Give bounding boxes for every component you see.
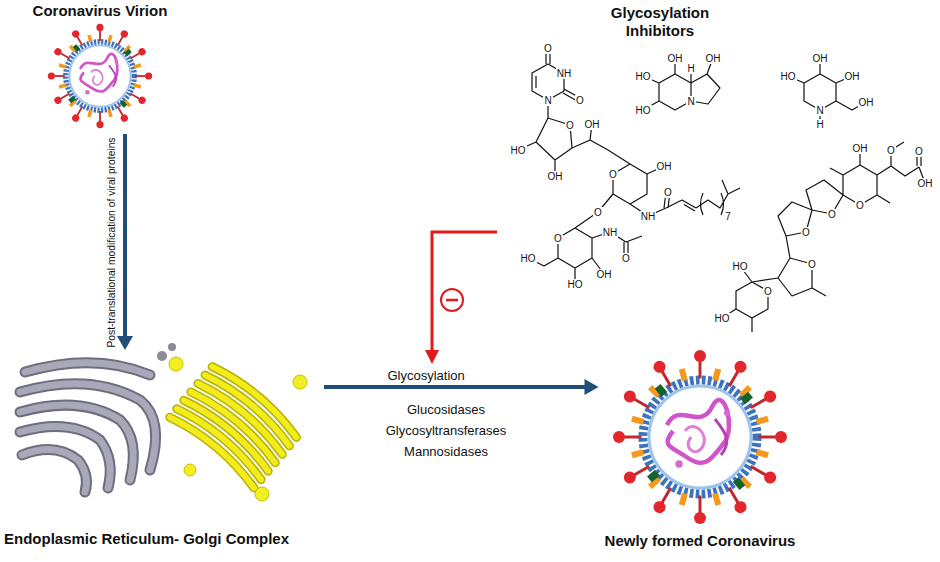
enzyme-label: Glucosidases bbox=[407, 402, 485, 417]
golgi-figure bbox=[170, 361, 301, 488]
enzyme-label: Mannosidases bbox=[404, 444, 488, 459]
atom-label: O bbox=[914, 146, 924, 157]
er-vesicle bbox=[157, 351, 167, 361]
atom-label: NH bbox=[640, 211, 656, 222]
process-arrow bbox=[117, 134, 133, 350]
atom-label: H bbox=[686, 63, 695, 74]
arrow-head bbox=[117, 336, 133, 350]
atom-label: O bbox=[801, 227, 811, 238]
atom-label: HO bbox=[635, 105, 652, 116]
atom-label: HO bbox=[635, 71, 652, 82]
atom-label: OH bbox=[705, 53, 722, 64]
atom-label: NH bbox=[556, 68, 572, 79]
molecule-structures bbox=[518, 49, 925, 332]
atom-label: NH bbox=[602, 227, 618, 238]
atom-label: O bbox=[886, 145, 896, 156]
atom-label: O bbox=[763, 286, 773, 297]
atom-label: O bbox=[621, 253, 631, 264]
new-virion-node: Newly formed Coronavirus bbox=[601, 350, 800, 550]
inhibitor-heading: Glycosylation Inhibitors bbox=[595, 4, 725, 40]
atom-label: OH bbox=[667, 53, 684, 64]
atom-label: O bbox=[807, 259, 817, 270]
virion-figure bbox=[48, 24, 152, 128]
atom-label: 7 bbox=[724, 211, 732, 222]
golgi-vesicles bbox=[169, 357, 307, 501]
node-title: Coronavirus Virion bbox=[33, 2, 168, 20]
atom-label: OH bbox=[596, 269, 613, 280]
virion-node: Coronavirus Virion bbox=[29, 2, 172, 132]
arrow-shaft bbox=[324, 385, 587, 389]
atom-label: O bbox=[855, 200, 865, 211]
atom-label: O bbox=[565, 120, 575, 131]
atom-label: N bbox=[686, 96, 695, 107]
arrow-head bbox=[585, 379, 599, 395]
er-figure bbox=[20, 363, 156, 492]
atom-label: OH bbox=[844, 71, 861, 82]
node-title: Newly formed Coronavirus bbox=[605, 532, 796, 550]
polyether-bonds bbox=[722, 142, 925, 332]
atom-label: OH bbox=[858, 97, 875, 108]
new-virion-figure bbox=[613, 350, 787, 524]
atom-label: O bbox=[593, 207, 603, 218]
edge-label: Glycosylation bbox=[386, 368, 467, 383]
atom-label: HO bbox=[732, 261, 749, 272]
atom-label: O bbox=[575, 95, 585, 106]
node-title: Glycosylation Inhibitors bbox=[595, 4, 725, 40]
atom-label: N bbox=[543, 95, 552, 106]
atom-label: HO bbox=[780, 71, 797, 82]
atom-label: OH bbox=[917, 178, 934, 189]
enzyme-label: Glycosyltransferases bbox=[386, 423, 507, 438]
atom-label: OH bbox=[656, 161, 673, 172]
deoxynojirimycin-bonds bbox=[788, 58, 866, 124]
atom-label: O bbox=[543, 43, 553, 54]
atom-label: HO bbox=[567, 279, 584, 290]
atom-label: OH bbox=[547, 171, 564, 182]
er-vesicle bbox=[168, 343, 176, 351]
atom-label: N bbox=[815, 105, 824, 116]
arrow-shaft bbox=[123, 134, 127, 338]
tunicamycin-bonds bbox=[518, 49, 740, 284]
atom-label: O bbox=[663, 187, 673, 198]
atom-label: O bbox=[827, 209, 837, 220]
atom-label: OH bbox=[584, 119, 601, 130]
atom-label: HO bbox=[714, 313, 731, 324]
atom-label: O bbox=[608, 169, 618, 180]
node-title: Endoplasmic Reticulum- Golgi Complex bbox=[4, 530, 289, 548]
atom-label: HO bbox=[510, 145, 527, 156]
atom-label: O bbox=[553, 233, 563, 244]
atom-label: OH bbox=[852, 143, 869, 154]
atom-label: H bbox=[815, 119, 824, 130]
edge-label: Post-translational modification of viral… bbox=[105, 137, 118, 347]
atom-label: HO bbox=[520, 253, 537, 264]
er-golgi-node: Endoplasmic Reticulum- Golgi Complex bbox=[0, 352, 322, 548]
inhibition-arrow bbox=[425, 232, 497, 364]
atom-label: OH bbox=[812, 53, 829, 64]
castanospermine-bonds bbox=[643, 58, 720, 110]
